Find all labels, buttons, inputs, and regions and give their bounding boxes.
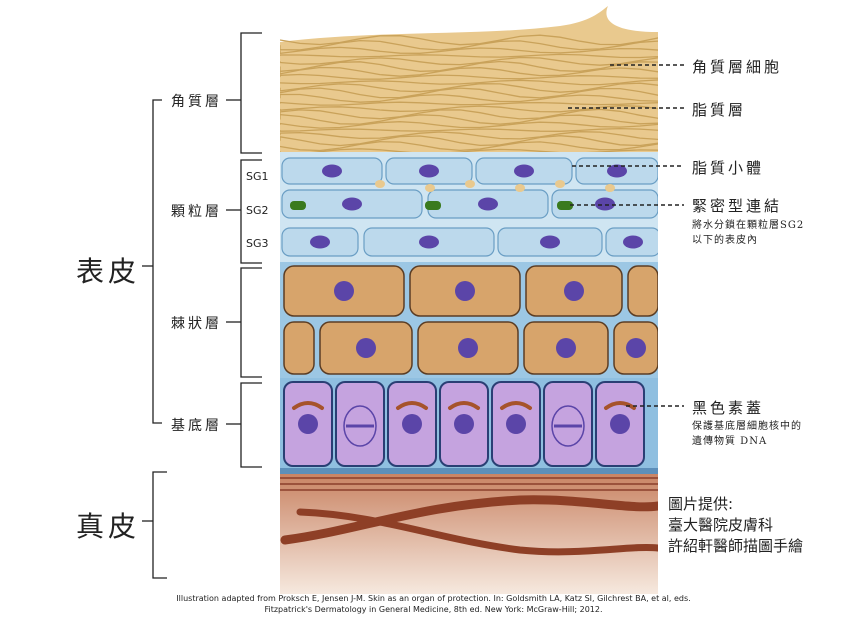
label-stratum-corneum: 角質層 xyxy=(171,91,222,111)
melanin-cap-note-line: 遺傳物質 DNA xyxy=(692,434,802,449)
bracket-dermis xyxy=(153,472,167,578)
nucleus xyxy=(458,338,478,358)
left-brackets xyxy=(142,33,262,578)
label-tight-junction: 緊密型連結 xyxy=(692,195,782,216)
label-lamellar-body: 脂質小體 xyxy=(692,157,764,178)
label-dermis: 真皮 xyxy=(76,505,140,545)
citation-line: Illustration adapted from Proksch E, Jen… xyxy=(0,593,867,604)
nucleus xyxy=(322,165,342,178)
basal-cell xyxy=(336,382,384,466)
basal-cell xyxy=(544,382,592,466)
bracket-spinosum xyxy=(241,268,262,377)
label-sg2: SG2 xyxy=(246,204,269,217)
illustration-panel xyxy=(280,6,660,594)
nucleus xyxy=(419,165,439,178)
spinosum-cell xyxy=(284,322,314,374)
credit-line: 許紹軒醫師描圖手繪 xyxy=(668,536,803,557)
nucleus xyxy=(506,414,526,434)
nucleus xyxy=(514,165,534,178)
image-credit: 圖片提供: 臺大醫院皮膚科 許紹軒醫師描圖手繪 xyxy=(668,494,803,557)
label-melanin-cap: 黑色素蓋 xyxy=(692,397,764,418)
lamellar-body xyxy=(465,180,475,188)
basement-membrane xyxy=(280,468,658,474)
label-stratum-basale: 基底層 xyxy=(171,415,222,435)
label-sg3: SG3 xyxy=(246,237,269,250)
lamellar-body xyxy=(425,184,435,192)
nucleus xyxy=(402,414,422,434)
lamellar-body xyxy=(515,184,525,192)
nucleus xyxy=(310,236,330,249)
basal-cells xyxy=(284,382,644,466)
nucleus xyxy=(334,281,354,301)
tight-junction-marker xyxy=(425,201,441,210)
tight-junction-note: 將水分鎖在顆粒層SG2 以下的表皮內 xyxy=(692,218,804,248)
label-stratum-granulosum: 顆粒層 xyxy=(171,201,222,221)
label-sg1: SG1 xyxy=(246,170,269,183)
tight-junction-marker xyxy=(290,201,306,210)
tight-junction-note-line: 將水分鎖在顆粒層SG2 xyxy=(692,218,804,233)
tight-junction-note-line: 以下的表皮內 xyxy=(692,233,804,248)
credit-line: 圖片提供: xyxy=(668,494,803,515)
nucleus xyxy=(356,338,376,358)
nucleus xyxy=(419,236,439,249)
nucleus xyxy=(556,338,576,358)
lamellar-body xyxy=(605,184,615,192)
nucleus xyxy=(626,338,646,358)
citation-line: Fitzpatrick's Dermatology in General Med… xyxy=(0,604,867,615)
bracket-epidermis xyxy=(153,100,162,423)
bracket-basale xyxy=(241,383,262,467)
bracket-corneum xyxy=(241,33,262,153)
nucleus xyxy=(564,281,584,301)
label-stratum-spinosum: 棘狀層 xyxy=(171,313,222,333)
nucleus xyxy=(478,198,498,211)
nucleus xyxy=(298,414,318,434)
label-corneocyte: 角質層細胞 xyxy=(692,56,782,77)
label-epidermis: 表皮 xyxy=(76,250,140,290)
melanin-cap-note-line: 保護基底層細胞核中的 xyxy=(692,419,802,434)
nucleus xyxy=(595,198,615,211)
nucleus xyxy=(455,281,475,301)
nucleus xyxy=(623,236,643,249)
lamellar-body xyxy=(375,180,385,188)
credit-line: 臺大醫院皮膚科 xyxy=(668,515,803,536)
melanin-cap-note: 保護基底層細胞核中的 遺傳物質 DNA xyxy=(692,419,802,449)
citation: Illustration adapted from Proksch E, Jen… xyxy=(0,593,867,615)
lamellar-body xyxy=(555,180,565,188)
nucleus xyxy=(610,414,630,434)
nucleus xyxy=(454,414,474,434)
nucleus xyxy=(540,236,560,249)
spinosum-cell xyxy=(628,266,658,316)
label-lipid-layer: 脂質層 xyxy=(692,99,746,120)
nucleus xyxy=(342,198,362,211)
